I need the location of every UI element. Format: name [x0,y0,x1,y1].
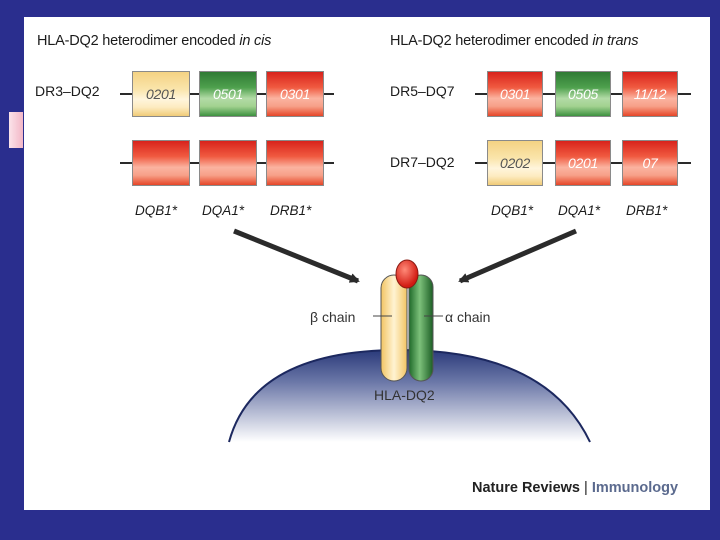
trans-col-dqb1: DQB1* [491,203,534,218]
trans-row1-gene-dqb1: 0301 [487,71,543,117]
trans-row1-gene-dqa1: 0505 [555,71,611,117]
trans-title-text: HLA-DQ2 heterodimer encoded [390,33,593,49]
allele-label: 0202 [500,155,530,171]
trans-row2-gene-dqa1: 0201 [555,140,611,186]
credit-separator: | [584,480,588,496]
trans-row2-label: DR7–DQ2 [390,154,455,170]
cis-col-dqa1: DQA1* [202,203,245,218]
allele-label: 0201 [146,86,176,102]
trans-row2-gene-drb1: 07 [622,140,678,186]
cis-title-emphasis: in cis [239,33,272,49]
trans-row1-label: DR5–DQ7 [390,83,455,99]
beta-chain-label: β chain [310,309,356,325]
beta-chain [380,274,408,382]
trans-col-dqa1: DQA1* [558,203,601,218]
cis-title-text: HLA-DQ2 heterodimer encoded [37,33,240,49]
peptide [395,259,419,289]
cis-row2-gene-drb1 [266,140,324,186]
allele-label: 0201 [568,155,598,171]
allele-label: 0501 [213,86,243,102]
cis-row1-gene-dqb1: 0201 [132,71,190,117]
allele-label: 0301 [280,86,310,102]
allele-label: 0301 [500,86,530,102]
allele-label: 0505 [568,86,598,102]
alpha-chain [408,274,434,382]
cis-row2-gene-dqa1 [199,140,257,186]
arrow-trans-to-molecule [458,228,577,284]
figure-panel: HLA-DQ2 heterodimer encoded in cis HLA-D… [24,17,710,510]
cis-row1-gene-dqa1: 0501 [199,71,257,117]
credit-publisher: Nature Reviews [472,480,580,496]
alpha-chain-label: α chain [445,309,491,325]
trans-row1-gene-drb1: 11/12 [622,71,678,117]
cis-col-drb1: DRB1* [270,203,312,218]
cell-membrane [229,350,590,442]
cis-row1-label: DR3–DQ2 [35,83,100,99]
allele-label: 07 [642,155,658,171]
trans-title-emphasis: in trans [592,33,639,49]
cis-col-dqb1: DQB1* [135,203,178,218]
decorative-tab [9,112,23,148]
journal-credit: Nature Reviews | Immunology [472,480,678,496]
trans-row2-gene-dqb1: 0202 [487,140,543,186]
molecule-name-label: HLA-DQ2 [374,387,435,403]
trans-col-drb1: DRB1* [626,203,668,218]
arrow-cis-to-molecule [233,228,360,284]
credit-journal: Immunology [591,480,679,496]
cis-row1-gene-drb1: 0301 [266,71,324,117]
cis-row2-gene-dqb1 [132,140,190,186]
allele-label: 11/12 [633,86,667,102]
molecule-diagram [228,228,591,443]
cis-title: HLA-DQ2 heterodimer encoded in cis [37,33,271,49]
trans-title: HLA-DQ2 heterodimer encoded in trans [390,33,638,49]
